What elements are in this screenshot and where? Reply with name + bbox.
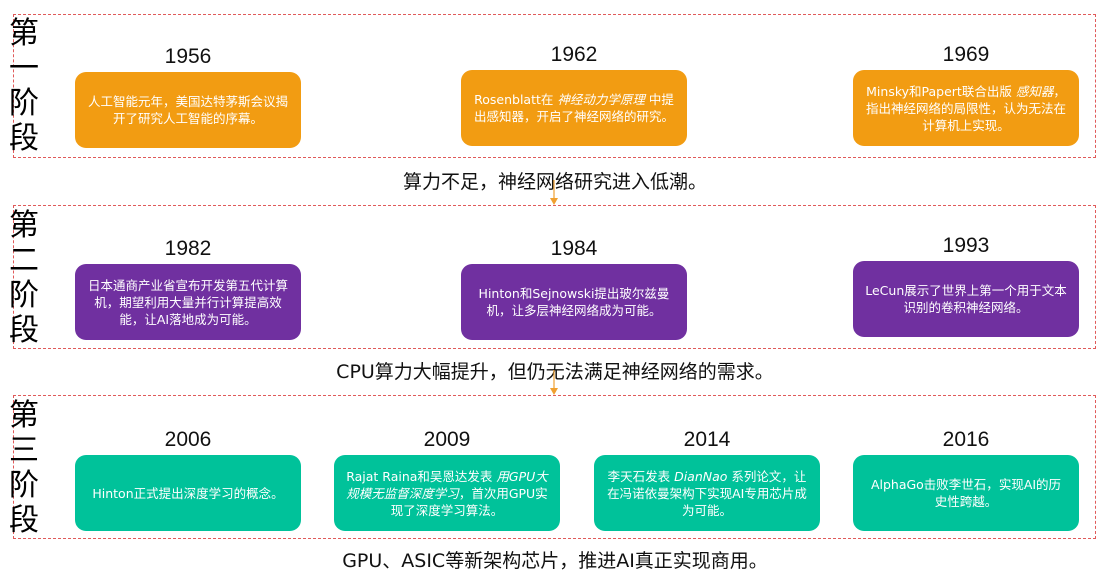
- year-1956: 1956: [164, 45, 212, 68]
- event-description: Rajat Raina和吴恩达发表 用GPU大规模无监督深度学习，首次用GPU实…: [346, 468, 548, 519]
- description-text: ，指出神经网络的局限性，认为无法在计算机上实现。: [865, 83, 1066, 133]
- event-description: 日本通商产业省宣布开发第五代计算机，期望利用大量并行计算提高效能，让AI落地成为…: [87, 277, 289, 328]
- transition-1-arrow: [550, 180, 558, 205]
- description-text: Hinton正式提出深度学习的概念。: [92, 485, 284, 501]
- description-text: 中提出感知器，开启了神经网络的研究。: [473, 92, 674, 124]
- description-text: 人工智能元年，美国达特茅斯会议揭开了研究人工智能的序幕。: [87, 94, 288, 126]
- transition-3-caption: GPU、ASIC等新架构芯片，推进AI真正实现商用。: [342, 550, 768, 572]
- year-2016: 2016: [942, 428, 990, 451]
- event-description: Rosenblatt在 神经动力学原理 中提出感知器，开启了神经网络的研究。: [473, 91, 675, 125]
- description-text: 系列论文，让在冯诺依曼架构下实现AI专用芯片成为可能。: [607, 468, 807, 518]
- event-description: Hinton和Sejnowski提出玻尔兹曼机，让多层神经网络成为可能。: [473, 285, 675, 319]
- event-card-2016: AlphaGo击败李世石，实现AI的历史性跨越。: [853, 455, 1079, 531]
- event-description: LeCun展示了世界上第一个用于文本识别的卷积神经网络。: [865, 282, 1067, 316]
- transition-1-caption: 算力不足，神经网络研究进入低潮。: [402, 171, 707, 193]
- year-1962: 1962: [550, 43, 598, 66]
- description-text: AlphaGo击败李世石，实现AI的历史性跨越。: [870, 477, 1062, 509]
- event-card-2006: Hinton正式提出深度学习的概念。: [75, 455, 301, 531]
- year-2009: 2009: [423, 428, 471, 451]
- description-text: 李天石发表: [607, 468, 675, 484]
- publication-title: 感知器: [1015, 83, 1054, 99]
- description-text: Minsky和Papert联合出版: [866, 83, 1016, 99]
- event-card-1969: Minsky和Papert联合出版 感知器，指出神经网络的局限性，认为无法在计算…: [853, 70, 1079, 146]
- event-card-1984: Hinton和Sejnowski提出玻尔兹曼机，让多层神经网络成为可能。: [461, 264, 687, 340]
- event-card-1962: Rosenblatt在 神经动力学原理 中提出感知器，开启了神经网络的研究。: [461, 70, 687, 146]
- year-1969: 1969: [942, 43, 990, 66]
- description-text: 日本通商产业省宣布开发第五代计算机，期望利用大量并行计算提高效能，让AI落地成为…: [87, 277, 288, 327]
- event-description: 李天石发表 DianNao 系列论文，让在冯诺依曼架构下实现AI专用芯片成为可能…: [606, 468, 808, 519]
- stage-2-box: [13, 205, 1096, 349]
- stage-3-box: [13, 395, 1096, 539]
- year-2006: 2006: [164, 428, 212, 451]
- year-1993: 1993: [942, 234, 990, 257]
- stage-2-label: 第二阶段: [9, 208, 39, 348]
- event-card-1993: LeCun展示了世界上第一个用于文本识别的卷积神经网络。: [853, 261, 1079, 337]
- event-card-2014: 李天石发表 DianNao 系列论文，让在冯诺依曼架构下实现AI专用芯片成为可能…: [594, 455, 820, 531]
- stage-1-label: 第一阶段: [9, 16, 39, 156]
- stage-3-label: 第三阶段: [9, 398, 39, 538]
- transition-2-caption: CPU算力大幅提升，但仍无法满足神经网络的需求。: [336, 361, 774, 383]
- description-text: LeCun展示了世界上第一个用于文本识别的卷积神经网络。: [865, 283, 1067, 315]
- publication-title: 神经动力学原理: [557, 92, 645, 107]
- description-text: Rosenblatt在: [474, 92, 558, 107]
- event-card-1956: 人工智能元年，美国达特茅斯会议揭开了研究人工智能的序幕。: [75, 72, 301, 148]
- event-description: Minsky和Papert联合出版 感知器，指出神经网络的局限性，认为无法在计算…: [865, 83, 1067, 134]
- year-1982: 1982: [164, 237, 212, 260]
- transition-2-arrow: [550, 370, 558, 395]
- description-text: ，首次用GPU实现了深度学习算法。: [390, 485, 548, 518]
- year-1984: 1984: [550, 237, 598, 260]
- event-description: 人工智能元年，美国达特茅斯会议揭开了研究人工智能的序幕。: [87, 93, 289, 127]
- stage-1-box: [13, 14, 1096, 158]
- description-text: Hinton和Sejnowski提出玻尔兹曼机，让多层神经网络成为可能。: [478, 286, 670, 318]
- event-card-1982: 日本通商产业省宣布开发第五代计算机，期望利用大量并行计算提高效能，让AI落地成为…: [75, 264, 301, 340]
- year-2014: 2014: [683, 428, 731, 451]
- publication-title: DianNao: [674, 468, 728, 484]
- description-text: Rajat Raina和吴恩达发表: [346, 468, 497, 484]
- event-description: AlphaGo击败李世石，实现AI的历史性跨越。: [865, 476, 1067, 510]
- event-description: Hinton正式提出深度学习的概念。: [92, 485, 283, 502]
- event-card-2009: Rajat Raina和吴恩达发表 用GPU大规模无监督深度学习，首次用GPU实…: [334, 455, 560, 531]
- publication-title: 用GPU大规模无监督深度学习: [346, 468, 548, 501]
